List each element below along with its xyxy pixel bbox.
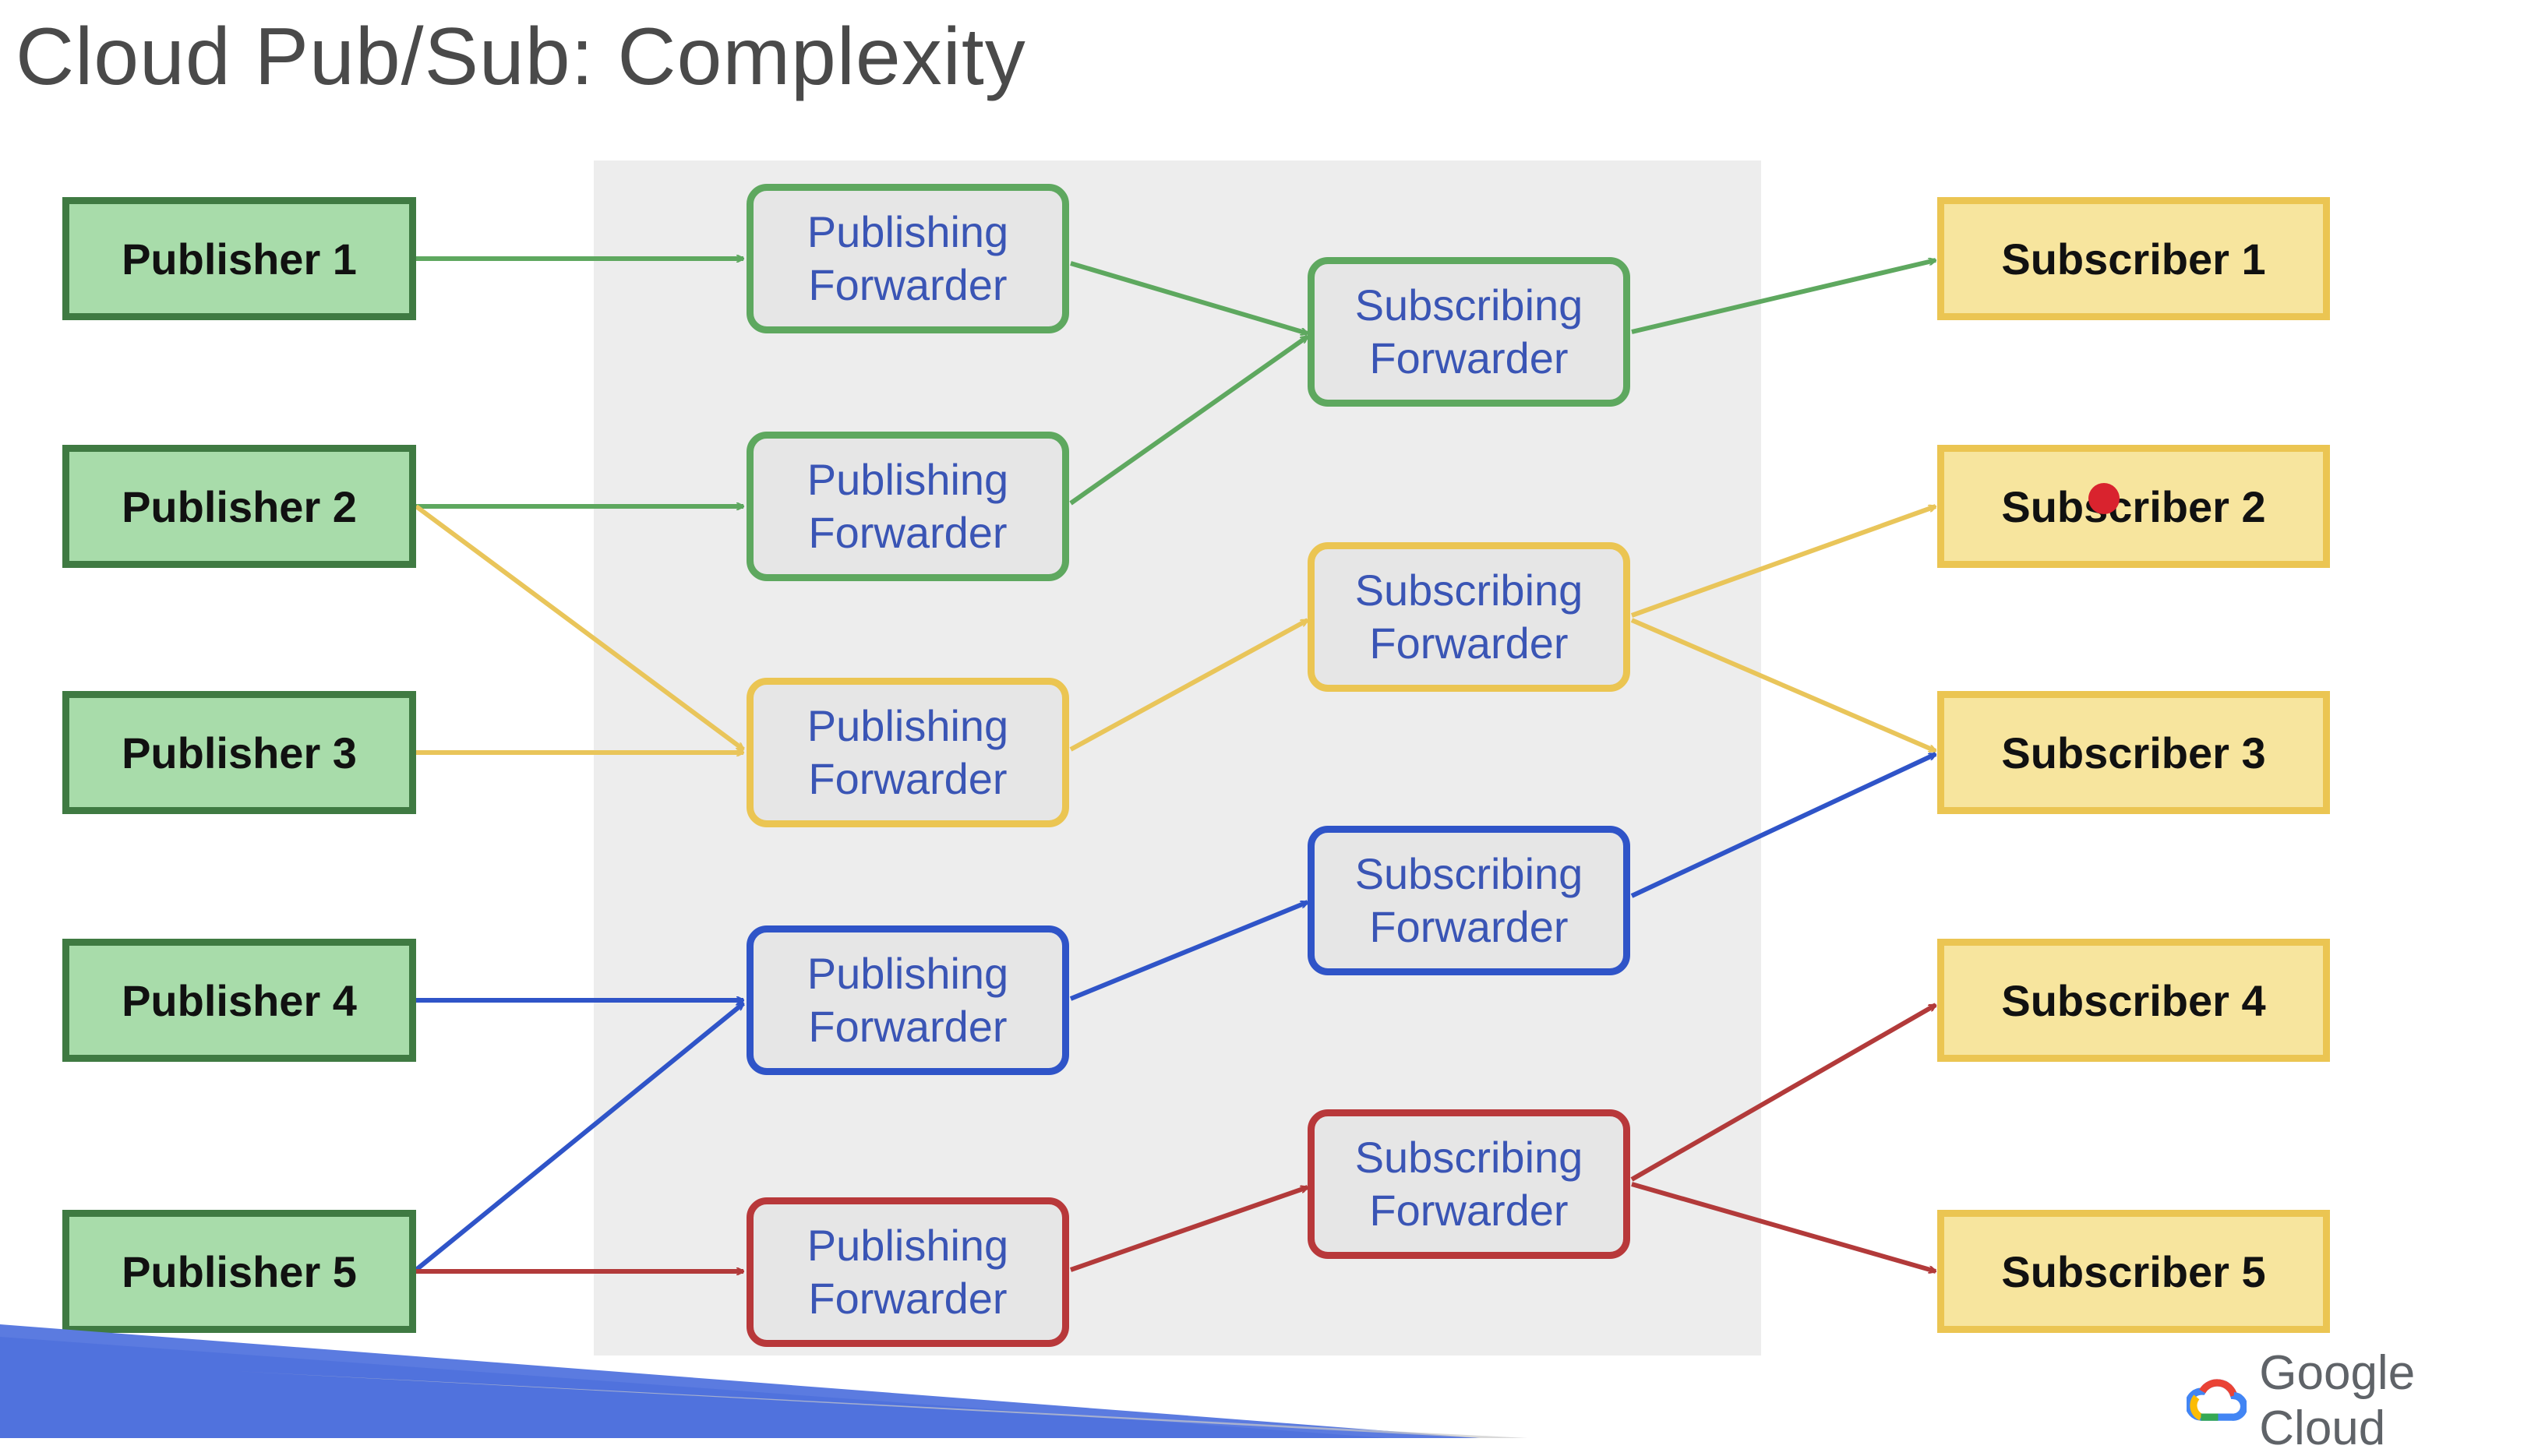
publisher-3: Publisher 3 <box>62 691 416 814</box>
arrow-pf5-sf4 <box>1070 1185 1308 1272</box>
arrow-sf3-sub3 <box>1630 752 1936 898</box>
arrow-pf1-sf1 <box>1070 261 1308 333</box>
forwarder-label-line1: Subscribing <box>1354 566 1583 615</box>
forwarder-label-line2: Forwarder <box>808 1274 1008 1323</box>
subscriber-2: Subscriber 2 <box>1937 445 2330 568</box>
arrow-pf4-sf3 <box>1069 900 1308 1001</box>
arrow-sf1-sub1 <box>1631 260 1936 334</box>
arrow-pub5-pf4 <box>415 1001 743 1272</box>
forwarder-label-line1: Subscribing <box>1354 1133 1583 1182</box>
forwarder-label-line2: Forwarder <box>808 1002 1008 1051</box>
forwarder-label-line1: Publishing <box>807 207 1009 256</box>
publisher-2: Publisher 2 <box>62 445 416 568</box>
forwarder-label-line1: Subscribing <box>1354 849 1583 898</box>
google-cloud-logo-icon <box>2187 1379 2247 1421</box>
forwarder-label-line2: Forwarder <box>808 260 1008 309</box>
subscriber-5: Subscriber 5 <box>1937 1210 2330 1333</box>
publisher-5: Publisher 5 <box>62 1210 416 1333</box>
arrow-pub2-pf3 <box>415 504 743 752</box>
forwarder-label-line2: Forwarder <box>1369 619 1569 668</box>
forwarder-label-line2: Forwarder <box>1369 333 1569 383</box>
forwarder-label-line1: Publishing <box>807 1221 1009 1270</box>
forwarder-label-line2: Forwarder <box>1369 902 1569 951</box>
arrow-sf4-sub4 <box>1630 1003 1936 1182</box>
pointer-dot <box>2088 483 2120 514</box>
forwarder-label-line1: Publishing <box>807 455 1009 504</box>
subscriber-4: Subscriber 4 <box>1937 939 2330 1062</box>
brand-text: Google Cloud <box>2259 1346 2416 1455</box>
publisher-1: Publisher 1 <box>62 197 416 320</box>
forwarder-label-line1: Subscribing <box>1354 280 1583 330</box>
forwarder-label-line1: Publishing <box>807 701 1009 750</box>
forwarder-label-line2: Forwarder <box>1369 1186 1569 1235</box>
brand: Google Cloud <box>2187 1346 2531 1455</box>
forwarder-label-line2: Forwarder <box>808 508 1008 557</box>
subscriber-3: Subscriber 3 <box>1937 691 2330 814</box>
forwarder-label-line2: Forwarder <box>808 754 1008 803</box>
arrow-pf2-sf1 <box>1069 334 1308 506</box>
arrow-sf4-sub5 <box>1631 1182 1936 1271</box>
arrow-sf2-sub2 <box>1630 504 1936 618</box>
subscriber-1: Subscriber 1 <box>1937 197 2330 320</box>
arrow-pf3-sf2 <box>1069 618 1308 752</box>
forwarder-label-line1: Publishing <box>807 949 1009 998</box>
slide-title: Cloud Pub/Sub: Complexity <box>16 12 1026 102</box>
publisher-4: Publisher 4 <box>62 939 416 1062</box>
arrow-sf2-sub3 <box>1630 618 1936 753</box>
